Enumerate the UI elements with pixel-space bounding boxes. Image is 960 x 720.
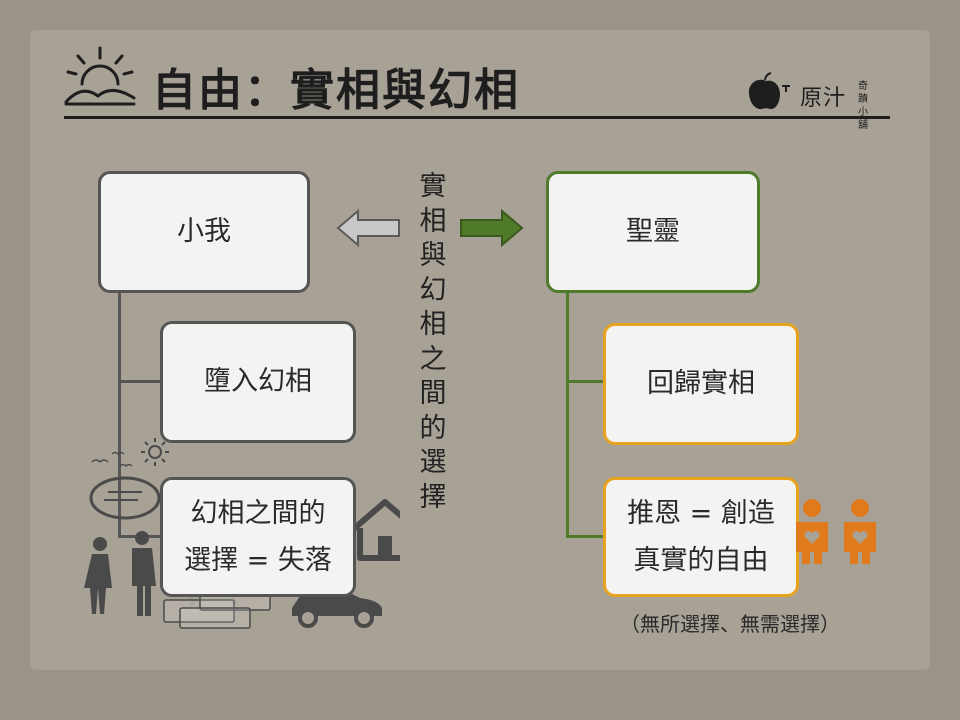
sunrise-icon — [64, 46, 136, 106]
people-heart-icon — [796, 499, 876, 564]
title-divider — [64, 116, 890, 119]
fall-into-illusion-label: 墮入幻相 — [204, 366, 312, 398]
center-vertical-label: 實相與幻相之間的選擇 — [419, 171, 447, 513]
people-icon — [84, 531, 156, 616]
brand-subtitle: 奇蹟小舖 — [858, 81, 868, 131]
holy-spirit-label: 聖靈 — [626, 216, 680, 248]
left-tree-branch-mid — [118, 380, 162, 383]
choice-loss-line1: 幻相之間的 — [190, 497, 326, 529]
house-icon — [348, 499, 400, 561]
right-tree-branch-mid — [566, 380, 604, 383]
svg-text:$: $ — [230, 593, 238, 607]
ego-box: 小我 — [98, 171, 310, 293]
right-tree-branch-bottom — [566, 535, 604, 538]
birds-icon — [91, 451, 133, 468]
true-freedom-line2: 真實的自由 — [633, 545, 769, 576]
left-tree-trunk — [118, 292, 121, 538]
ego-label: 小我 — [177, 216, 231, 248]
choice-loss-line2: 選擇 = 失落 — [184, 545, 332, 576]
svg-text:$: $ — [188, 594, 196, 608]
left-arrow-icon — [336, 208, 400, 248]
thought-bubble-icon — [89, 476, 161, 520]
holy-spirit-box: 聖靈 — [546, 171, 760, 293]
return-to-reality-box: 回歸實相 — [603, 323, 799, 445]
brand-name: 原汁 — [800, 86, 847, 111]
sun-icon — [141, 438, 169, 466]
true-freedom-box: 推恩 = 創造 真實的自由 — [603, 477, 799, 597]
right-tree-trunk — [566, 292, 569, 538]
choice-loss-box: 幻相之間的 選擇 = 失落 — [160, 477, 356, 597]
freedom-note: （無所選擇、無需選擇） — [620, 612, 840, 636]
fall-into-illusion-box: 墮入幻相 — [160, 321, 356, 443]
page-title: 自由：實相與幻相 — [152, 65, 520, 116]
right-arrow-icon — [460, 208, 524, 248]
apple-logo-icon — [748, 72, 790, 110]
return-to-reality-label: 回歸實相 — [647, 368, 755, 400]
true-freedom-line1: 推恩 = 創造 — [627, 497, 775, 529]
